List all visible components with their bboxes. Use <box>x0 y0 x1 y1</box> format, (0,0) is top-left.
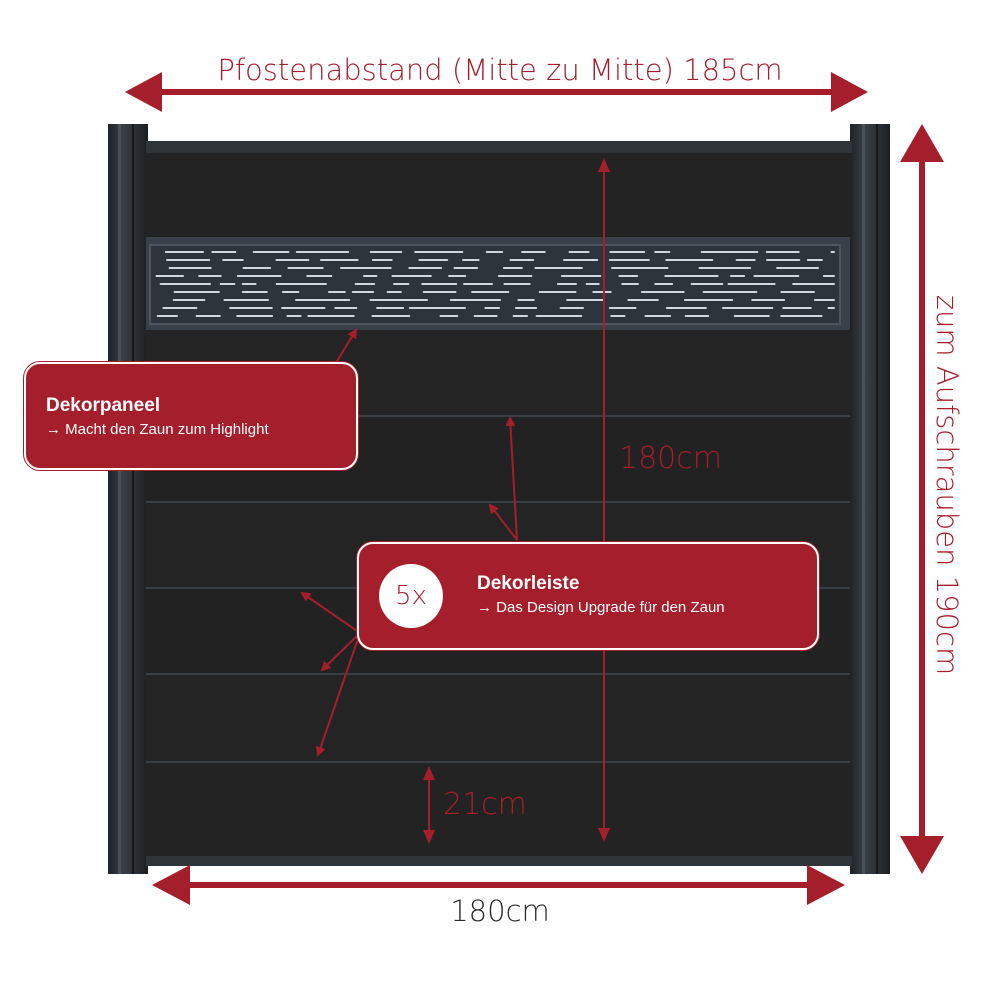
arrowhead-right-icon <box>831 72 868 112</box>
callout-subtitle: → Das Design Upgrade für den Zaun <box>477 599 725 616</box>
height-label: 180cm <box>619 441 722 476</box>
decor-strip-callout: 5x Dekorleiste → Das Design Upgrade für … <box>357 542 819 650</box>
left-post <box>108 124 148 874</box>
arrowhead-up-icon <box>900 124 944 162</box>
top-rail <box>146 141 852 153</box>
arrowhead-down-icon <box>598 828 610 842</box>
post-spacing-label: Pfostenabstand (Mitte zu Mitte) 185cm <box>217 53 783 87</box>
board-height-label: 21cm <box>443 787 527 822</box>
arrowhead-down-icon <box>900 836 944 874</box>
callout-title: Dekorleiste <box>477 573 580 594</box>
width-label: 180cm <box>450 894 550 928</box>
arrowhead-left-icon <box>152 865 190 905</box>
screw-height-label: zum Aufschrauben 190cm <box>930 294 964 676</box>
right-post <box>850 124 890 874</box>
arrowhead-down-icon <box>423 830 435 844</box>
arrowhead-up-icon <box>598 158 610 172</box>
arrowhead-up-icon <box>423 766 435 780</box>
callout-title: Dekorpaneel <box>46 395 161 416</box>
count-badge: 5x <box>379 564 443 628</box>
pointer-arrows <box>300 328 518 757</box>
arrowhead-left-icon <box>125 72 162 112</box>
decor-panel-callout: Dekorpaneel → Macht den Zaun zum Highlig… <box>24 362 358 470</box>
bottom-rail <box>146 856 852 866</box>
decor-panel <box>146 237 850 330</box>
arrowhead-right-icon <box>807 865 845 905</box>
callout-subtitle: → Macht den Zaun zum Highlight <box>46 421 269 438</box>
